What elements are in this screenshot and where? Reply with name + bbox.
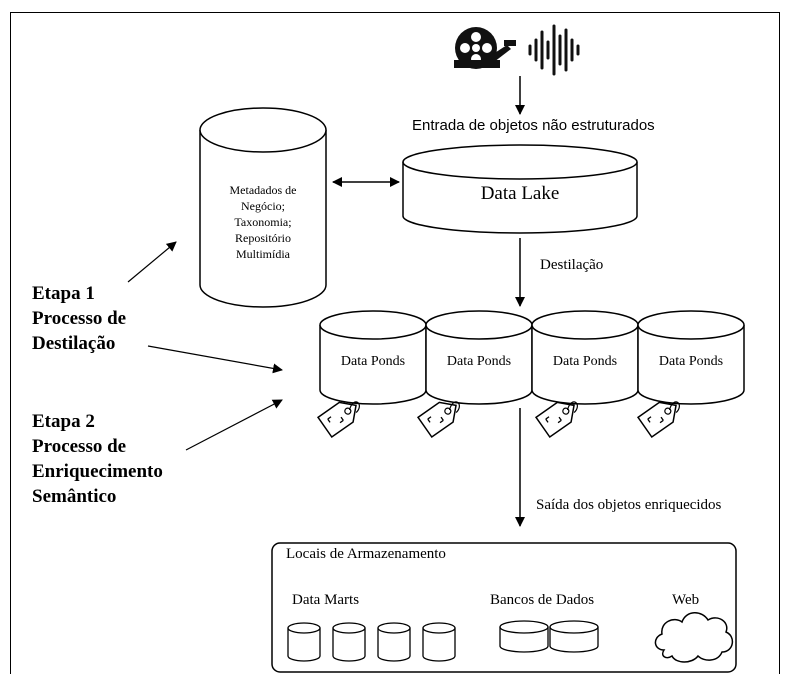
data-mart-cylinder — [287, 622, 321, 662]
data-pond-cylinder-2 — [425, 310, 533, 405]
stage1-label: Etapa 1 Processo de Destilação — [32, 281, 126, 356]
database-cylinder — [499, 620, 549, 653]
data-pond-cylinder-1 — [319, 310, 427, 405]
data-mart-cylinder — [377, 622, 411, 662]
data-lake-label: Data Lake — [480, 183, 560, 204]
stage2-label: Etapa 2 Processo de Enriquecimento Semân… — [32, 409, 163, 509]
data-pond-cylinder-3 — [531, 310, 639, 405]
stage1-ponds-arrow — [147, 345, 283, 374]
tag-icon — [636, 401, 680, 439]
tag-icon — [416, 401, 460, 439]
metadata-line: Metadados de — [229, 183, 297, 197]
cloud-icon — [654, 612, 734, 663]
metadata-line: Multimídia — [236, 247, 290, 261]
stage2-line: Enriquecimento — [32, 461, 163, 482]
tag-icon — [534, 401, 578, 439]
stage1-line: Processo de — [32, 308, 127, 329]
input-label: Entrada de objetos não estruturados — [412, 117, 655, 134]
data-lake-cylinder — [402, 144, 638, 234]
stage2-line: Semântico — [32, 486, 117, 507]
web-label: Web — [672, 592, 700, 608]
metadata-line: Repositório — [235, 231, 291, 245]
storage-title: Locais de Armazenamento — [286, 546, 446, 562]
stage1-metadata-arrow — [127, 241, 177, 283]
metadata-text: Metadados de Negócio; Taxonomia; Reposit… — [200, 182, 326, 262]
stage1-line: Etapa 1 — [32, 283, 95, 304]
output-label: Saída dos objetos enriquecidos — [536, 497, 722, 513]
database-cylinder — [549, 620, 599, 653]
databases-label: Bancos de Dados — [490, 592, 595, 608]
data-pond-label: Data Ponds — [658, 354, 724, 369]
metadata-line: Negócio; — [241, 199, 285, 213]
data-marts-label: Data Marts — [292, 592, 360, 608]
metadata-cylinder — [199, 107, 327, 308]
data-pond-cylinder-4 — [637, 310, 745, 405]
stage2-line: Etapa 2 — [32, 411, 95, 432]
tag-icon — [316, 401, 360, 439]
stage1-line: Destilação — [32, 333, 116, 354]
data-mart-cylinder — [422, 622, 456, 662]
sound-wave-icon — [528, 24, 580, 76]
data-pond-label: Data Ponds — [552, 354, 618, 369]
stage2-line: Processo de — [32, 436, 127, 457]
film-reel-icon — [454, 27, 516, 69]
data-pond-label: Data Ponds — [340, 354, 406, 369]
distillation-label: Destilação — [540, 257, 604, 273]
data-pond-label: Data Ponds — [446, 354, 512, 369]
diagram-frame — [10, 12, 780, 674]
data-mart-cylinder — [332, 622, 366, 662]
metadata-line: Taxonomia; — [234, 215, 292, 229]
stage2-tags-arrow — [185, 399, 283, 451]
